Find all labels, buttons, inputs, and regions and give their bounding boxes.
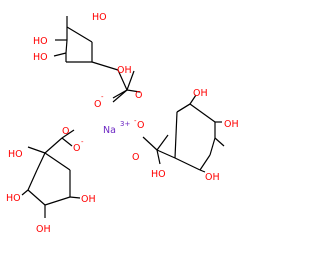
bond bbox=[156, 149, 176, 159]
hydroxyl-label: OH bbox=[81, 194, 96, 205]
bond bbox=[27, 146, 46, 154]
bond bbox=[176, 103, 191, 113]
negative-charge: - bbox=[81, 138, 84, 146]
bond bbox=[189, 94, 197, 105]
structure-svg: HO HO HO OH O - O Na 3+ O O - HO HO OH O… bbox=[6, 12, 239, 235]
sodium-label: Na bbox=[103, 125, 116, 136]
bond bbox=[44, 196, 71, 206]
hydroxyl-label: OH bbox=[224, 119, 239, 130]
quinate-right-labels: O - O HO OH OH OH bbox=[132, 88, 239, 183]
bond bbox=[69, 196, 81, 199]
bond bbox=[61, 129, 75, 139]
bond bbox=[27, 189, 46, 206]
bond bbox=[21, 189, 29, 196]
hydroxyl-label: HO bbox=[151, 169, 166, 180]
bond bbox=[126, 70, 135, 91]
hydroxyl-label: OH bbox=[193, 88, 208, 99]
carbonyl-o-label: O bbox=[132, 152, 139, 163]
bond bbox=[189, 103, 216, 123]
bond bbox=[117, 69, 128, 91]
bond bbox=[199, 154, 211, 171]
bond bbox=[142, 136, 158, 151]
hydroxyl-label: HO bbox=[33, 36, 48, 47]
bond bbox=[112, 89, 128, 99]
carboxylate-o-label: O bbox=[73, 143, 80, 154]
bond bbox=[214, 137, 225, 147]
sodium-ion: Na 3+ bbox=[103, 120, 130, 136]
carbonyl-o-label: O bbox=[135, 90, 142, 101]
negative-charge: - bbox=[101, 93, 104, 101]
carboxylate-o-label: O bbox=[94, 99, 101, 110]
quinate-bottom-left bbox=[21, 129, 81, 218]
quinate-right bbox=[142, 94, 225, 173]
bond bbox=[61, 137, 73, 147]
hydroxyl-label: HO bbox=[6, 193, 21, 204]
hydroxyl-label: OH bbox=[117, 65, 132, 76]
carboxylate-o-label: O bbox=[137, 120, 144, 131]
bond bbox=[209, 137, 216, 156]
bond bbox=[36, 152, 46, 171]
negative-charge: - bbox=[134, 117, 137, 125]
bond bbox=[66, 26, 93, 43]
bond bbox=[91, 61, 119, 71]
bond bbox=[44, 137, 63, 154]
bond bbox=[174, 157, 201, 171]
bond bbox=[65, 39, 68, 54]
bond bbox=[174, 111, 178, 159]
bond bbox=[126, 89, 141, 93]
hydroxyl-label: OH bbox=[36, 224, 51, 235]
quinate-top bbox=[53, 16, 141, 103]
hydroxyl-label: HO bbox=[8, 149, 23, 160]
bond bbox=[156, 149, 161, 165]
bond bbox=[44, 152, 71, 171]
carbonyl-o-label: O bbox=[62, 126, 69, 137]
bond bbox=[27, 169, 38, 191]
quinate-bottom-left-labels: O O - HO HO OH OH bbox=[6, 126, 96, 235]
molecule-diagram: HO HO HO OH O - O Na 3+ O O - HO HO OH O… bbox=[6, 12, 239, 235]
bond bbox=[199, 169, 206, 173]
bond bbox=[156, 134, 169, 151]
sodium-charge: 3+ bbox=[120, 120, 130, 128]
quinate-top-labels: HO HO HO OH O - O bbox=[33, 12, 142, 110]
bond bbox=[53, 52, 67, 57]
hydroxyl-label: OH bbox=[205, 172, 220, 183]
hydroxyl-label: HO bbox=[33, 52, 48, 63]
hydroxyl-label: HO bbox=[92, 12, 107, 23]
